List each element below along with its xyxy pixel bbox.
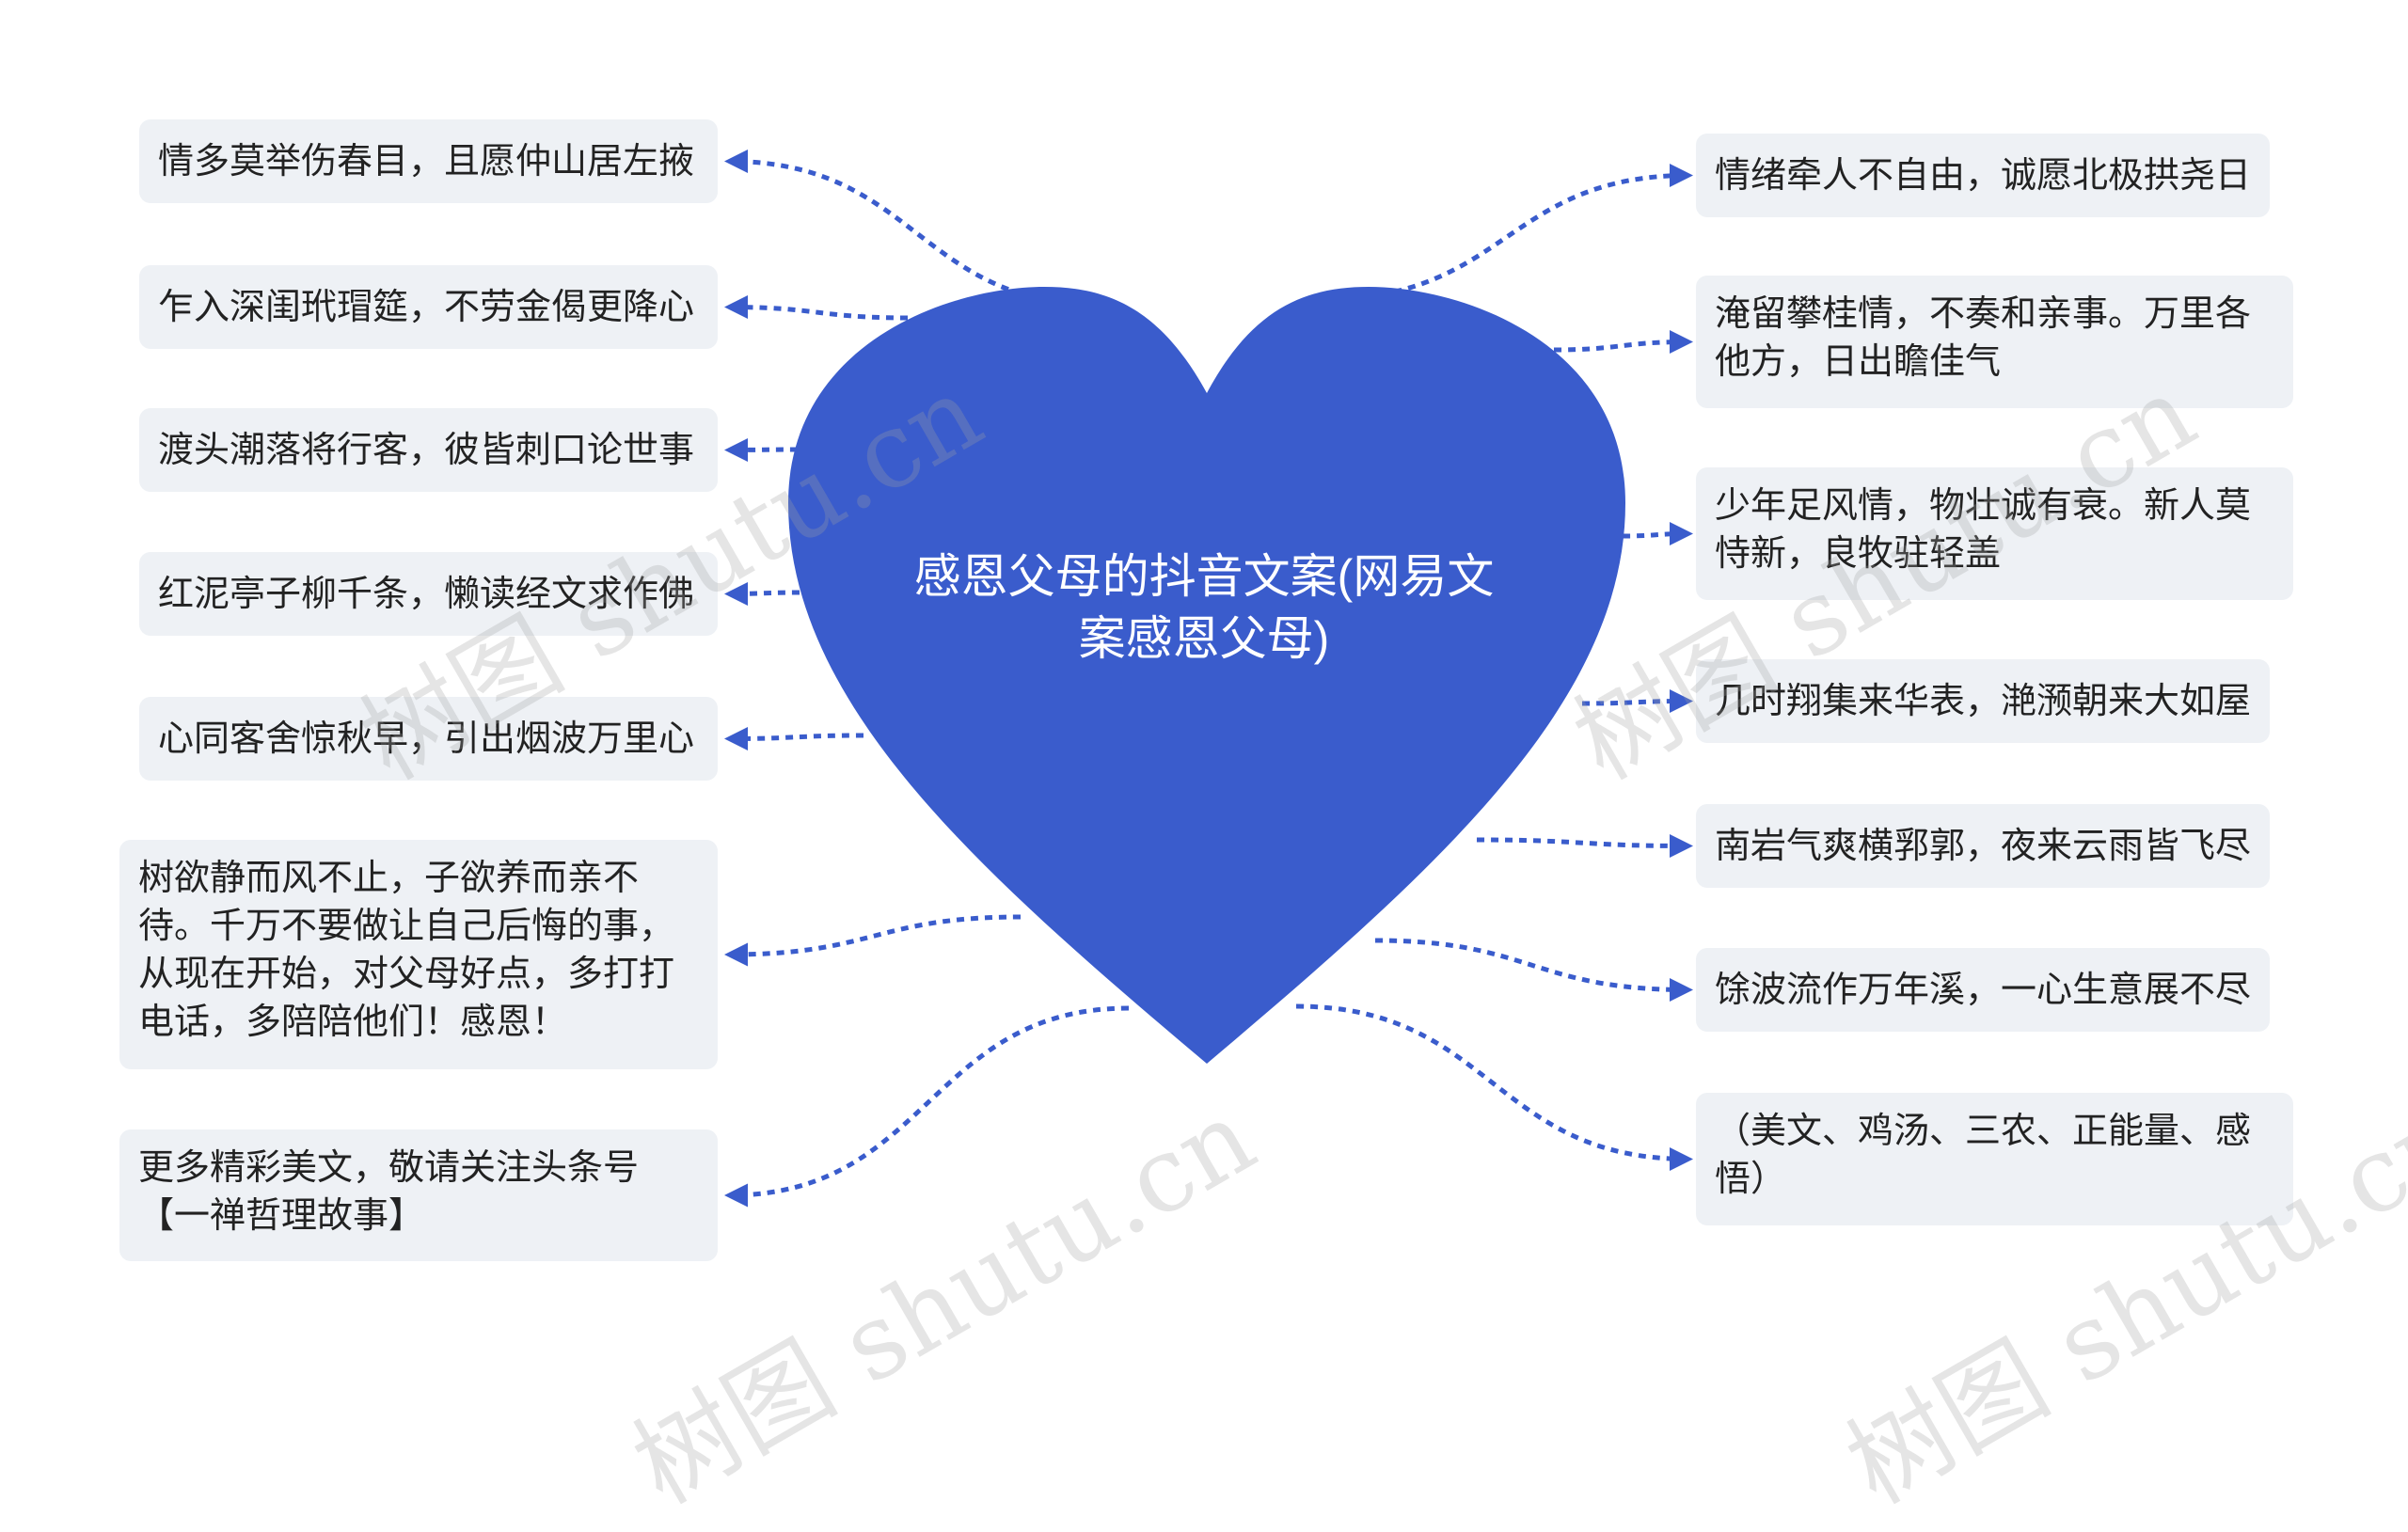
left-branch-node[interactable]: 红泥亭子柳千条，懒读经文求作佛	[139, 552, 718, 636]
central-topic-title[interactable]: 感恩父母的抖音文案(网易文案感恩父母)	[913, 550, 1495, 665]
right-branch-node-label: （美文、鸡汤、三农、正能量、感悟）	[1715, 1112, 2252, 1199]
left-connector-arrow	[724, 150, 1106, 308]
right-branch-node-label: 南岩气爽横郛郭，夜来云雨皆飞尽	[1715, 826, 2252, 866]
left-branch-node-label: 心同客舍惊秋早，引出烟波万里心	[158, 719, 695, 759]
right-connector-arrow	[1374, 938, 1693, 1002]
right-branch-node[interactable]: 南岩气爽横郛郭，夜来云雨皆飞尽	[1696, 804, 2270, 888]
left-branch-node[interactable]: 更多精彩美文，敬请关注头条号【一禅哲理故事】	[119, 1129, 718, 1261]
left-branch-node-label: 情多莫举伤春目，且愿仲山居左掖	[158, 141, 695, 182]
right-branch-node[interactable]: （美文、鸡汤、三农、正能量、感悟）	[1696, 1093, 2293, 1225]
right-connector-arrow	[1323, 164, 1693, 302]
left-branch-node-label: 树欲静而风不止，子欲养而亲不待。千万不要做让自己后悔的事，从现在开始，对父母好点…	[138, 859, 675, 1042]
left-branch-node[interactable]: 心同客舍惊秋早，引出烟波万里心	[139, 697, 718, 781]
right-branch-node[interactable]: 少年足风情，物壮诚有衰。新人莫恃新，良牧驻轻盖	[1696, 467, 2293, 600]
right-branch-node[interactable]: 几时翔集来华表，滟滪朝来大如屋	[1696, 659, 2270, 743]
right-branch-node-label: 淹留攀桂情，不奏和亲事。万里各他方，日出瞻佳气	[1715, 294, 2252, 382]
right-branch-node-label: 少年足风情，物壮诚有衰。新人莫恃新，良牧驻轻盖	[1715, 486, 2252, 574]
right-connector-arrow	[1622, 522, 1693, 546]
left-branch-node-label: 红泥亭子柳千条，懒读经文求作佛	[158, 574, 695, 614]
left-branch-node-label: 渡头潮落将行客，彼皆刺口论世事	[158, 430, 695, 470]
left-branch-node[interactable]: 情多莫举伤春目，且愿仲山居左掖	[139, 119, 718, 203]
right-connector-arrow	[1553, 330, 1693, 355]
left-branch-node[interactable]: 渡头潮落将行客，彼皆刺口论世事	[139, 408, 718, 492]
right-branch-node-label: 馀波流作万年溪，一心生意展不尽	[1715, 970, 2252, 1010]
left-branch-node[interactable]: 乍入深闺玳瑁筵，不劳金偈更降心	[139, 265, 718, 349]
right-branch-node[interactable]: 情绪牵人不自由，诚愿北极拱尧日	[1696, 134, 2270, 217]
left-connector-arrow	[724, 1005, 1130, 1208]
right-branch-node[interactable]: 淹留攀桂情，不奏和亲事。万里各他方，日出瞻佳气	[1696, 276, 2293, 408]
right-connector-arrow	[1476, 833, 1693, 858]
right-branch-node-label: 几时翔集来华表，滟滪朝来大如屋	[1715, 681, 2252, 721]
left-branch-node[interactable]: 树欲静而风不止，子欲养而亲不待。千万不要做让自己后悔的事，从现在开始，对父母好点…	[119, 840, 718, 1069]
left-branch-node-label: 乍入深闺玳瑁筵，不劳金偈更降心	[158, 287, 695, 327]
right-branch-node[interactable]: 馀波流作万年溪，一心生意展不尽	[1696, 948, 2270, 1032]
left-branch-node-label: 更多精彩美文，敬请关注头条号【一禅哲理故事】	[138, 1148, 640, 1236]
right-connector-arrow	[1581, 689, 1693, 714]
left-connector-arrow	[724, 914, 1022, 967]
right-connector-arrow	[1295, 1003, 1693, 1171]
mindmap-canvas	[724, 150, 1693, 1208]
left-connector-arrow	[724, 581, 800, 606]
left-connector-arrow	[724, 726, 864, 750]
right-branch-node-label: 情绪牵人不自由，诚愿北极拱尧日	[1715, 155, 2252, 196]
connector-lines	[724, 150, 1693, 1208]
left-connector-arrow	[724, 295, 909, 321]
central-heart-shape[interactable]	[788, 287, 1625, 1064]
